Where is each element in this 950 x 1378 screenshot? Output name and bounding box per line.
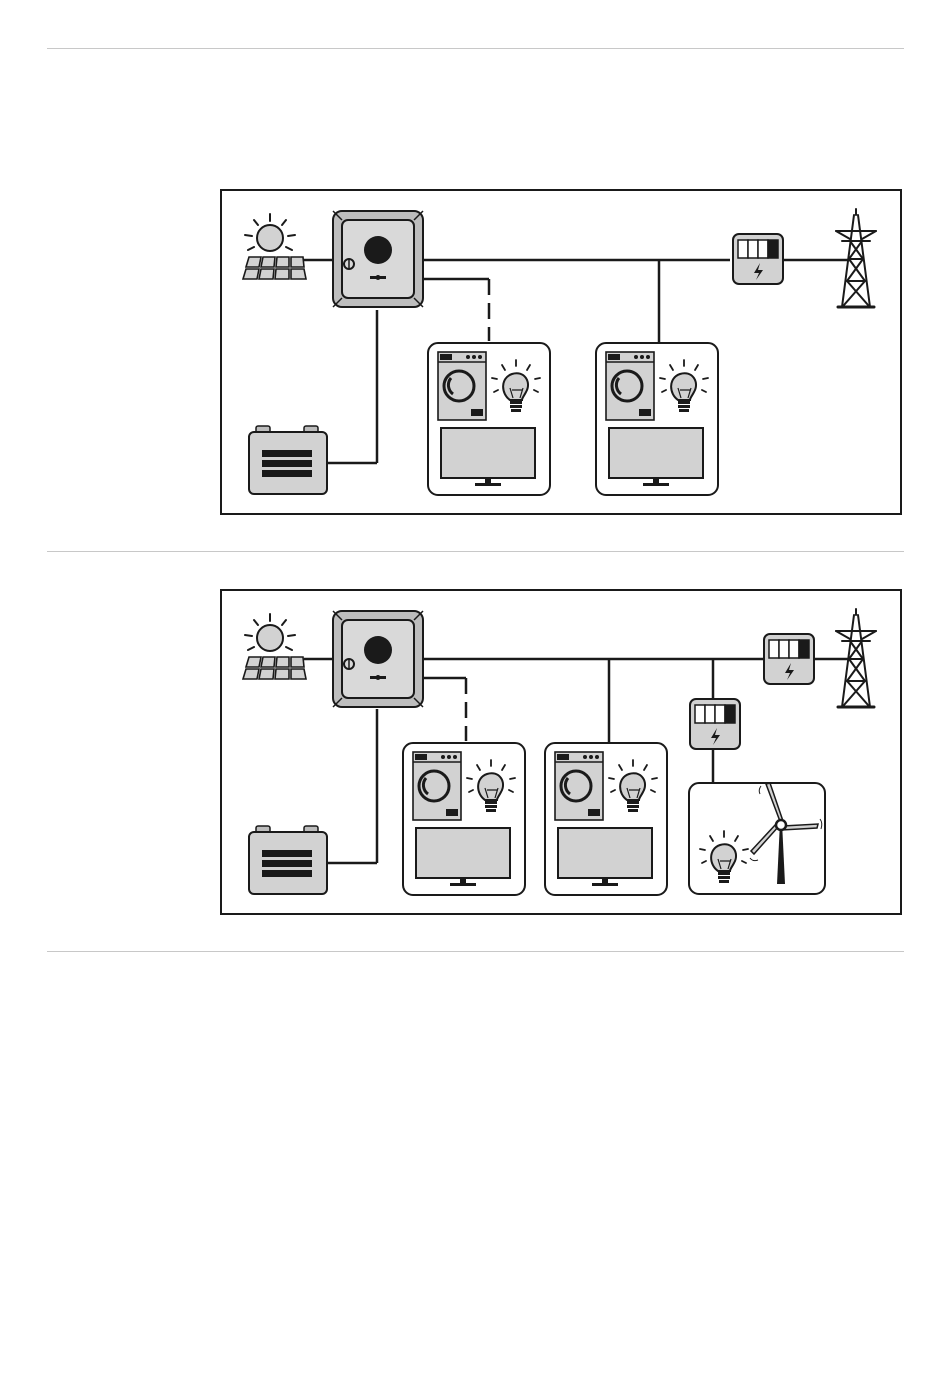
energy-meter-icon [733,234,783,284]
figure-2-diagram [222,591,904,917]
household-2 [545,743,667,895]
figure-2 [220,589,902,915]
figure-1 [220,189,902,515]
battery-icon [249,826,327,894]
energy-meter-icon [764,634,814,684]
inverter-icon [333,211,423,307]
middle-rule [47,551,904,552]
energy-meter-icon-2 [690,699,740,749]
solar-panel-icon [243,214,306,279]
figure-1-diagram [222,191,904,517]
household-2 [596,343,718,495]
top-rule [47,48,904,49]
household-1 [403,743,525,895]
inverter-icon [333,611,423,707]
power-pylon-icon [836,209,876,307]
bottom-rule [47,951,904,952]
household-1 [428,343,550,495]
solar-panel-icon [243,614,306,679]
household-3-wind [689,783,825,894]
battery-icon [249,426,327,494]
